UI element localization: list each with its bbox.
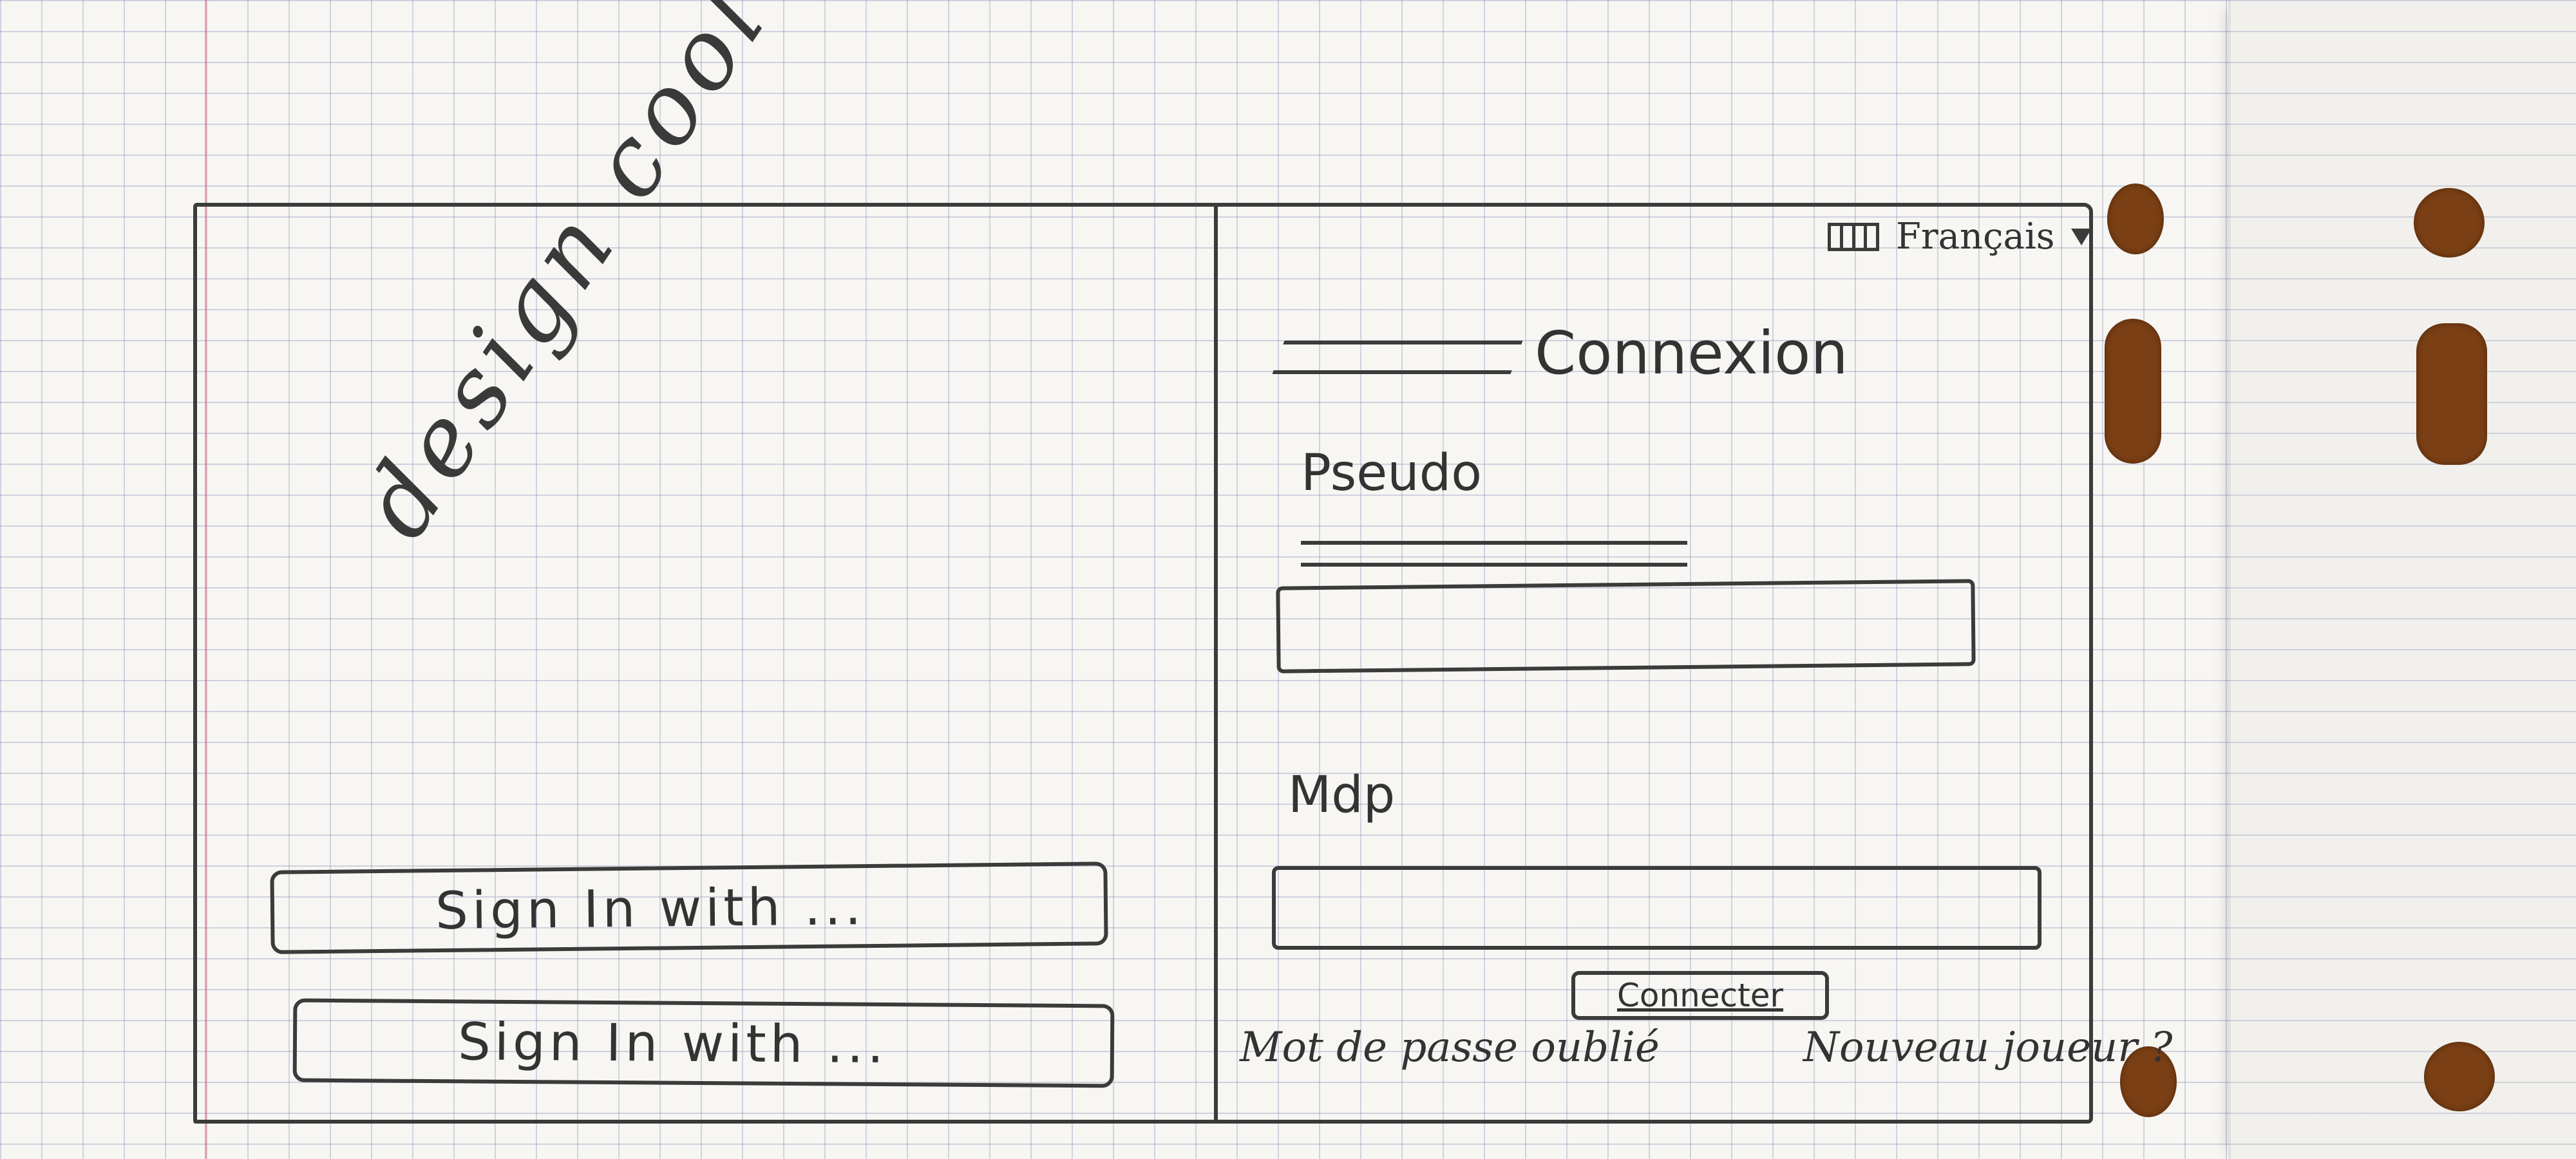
login-window-frame [193, 203, 2093, 1124]
crossed-out-scribble [1272, 340, 1523, 374]
language-label: Français [1896, 216, 2055, 258]
punch-hole [2424, 1042, 2495, 1111]
punch-hole [2120, 1046, 2177, 1117]
punch-hole [2414, 188, 2485, 258]
sso-button[interactable]: Sign In with ... [270, 862, 1108, 954]
next-notebook-page [2228, 0, 2576, 1159]
forgot-password-link[interactable]: Mot de passe oublié [1240, 1024, 1660, 1071]
title-text: Connexion [1535, 319, 1848, 388]
crossed-out-scribble [1301, 541, 1687, 567]
punch-hole [2416, 323, 2487, 465]
punch-hole [2107, 184, 2164, 254]
sso-button[interactable]: Sign In with ... [292, 998, 1115, 1088]
page-title: Connexion [1272, 319, 1848, 388]
panel-divider [1214, 203, 1218, 1124]
password-label: Mdp [1288, 766, 1396, 824]
connect-button[interactable]: Connecter [1571, 971, 1829, 1020]
sso-button-label: Sign In with ... [435, 876, 866, 941]
password-input[interactable] [1272, 866, 2041, 950]
username-label: Pseudo [1301, 444, 1482, 502]
language-selector[interactable]: Français [1828, 216, 2092, 258]
new-player-link[interactable]: Nouveau joueur ? [1803, 1024, 2173, 1071]
flag-icon [1828, 222, 1879, 251]
username-input[interactable] [1276, 579, 1976, 674]
notebook-margin-line [205, 0, 207, 1159]
punch-hole [2105, 319, 2161, 464]
sso-button-label: Sign In with ... [457, 1011, 888, 1075]
chevron-down-icon [2071, 228, 2092, 245]
